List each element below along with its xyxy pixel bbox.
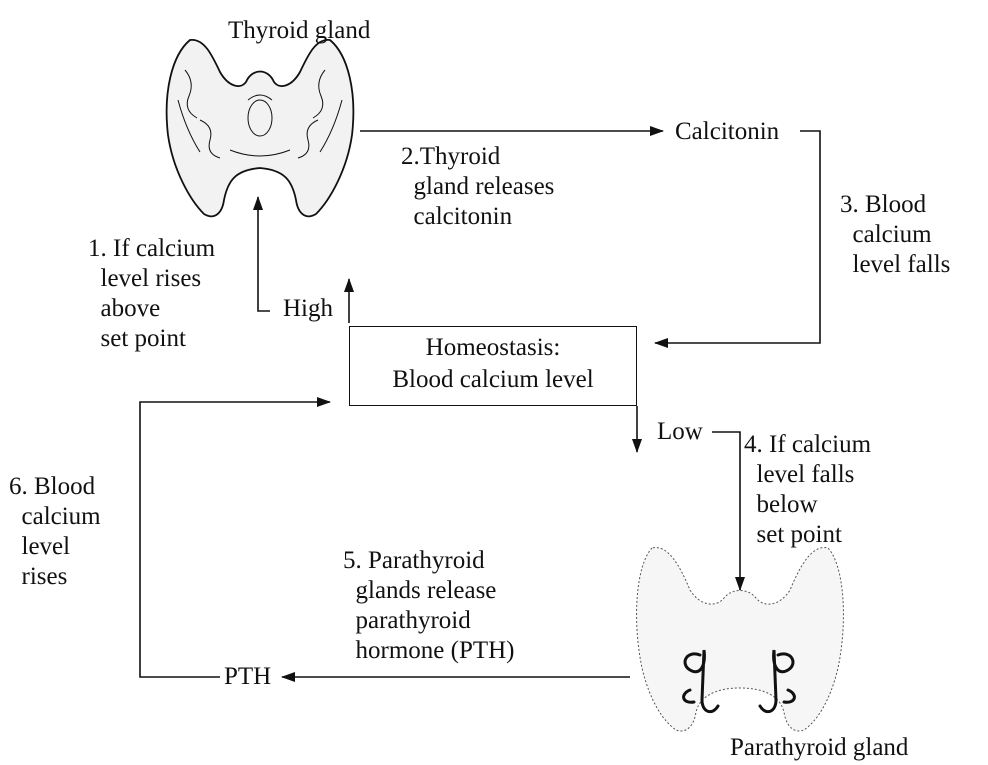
thyroid-gland-illustration	[167, 40, 354, 216]
arrow-pth-to-homeostasis	[140, 402, 330, 677]
arrow-high-to-thyroid	[258, 197, 270, 311]
calcitonin-label: Calcitonin	[675, 117, 779, 147]
pth-label: PTH	[224, 662, 271, 692]
homeostasis-title: Homeostasis:	[350, 333, 636, 363]
parathyroid-gland-label: Parathyroid gland	[730, 733, 908, 763]
step-6-label: 6. Blood calcium level rises	[9, 472, 101, 592]
arrow-low-to-parathyroid	[712, 432, 740, 590]
step-5-label: 5. Parathyroid glands release parathyroi…	[343, 546, 515, 666]
low-label: Low	[657, 417, 703, 447]
high-label: High	[283, 294, 333, 324]
homeostasis-box: Homeostasis: Blood calcium level	[349, 326, 637, 406]
homeostasis-subtitle: Blood calcium level	[350, 365, 636, 395]
thyroid-gland-label: Thyroid gland	[228, 16, 370, 46]
arrow-calcitonin-to-homeostasis	[655, 131, 820, 343]
step-3-label: 3. Blood calcium level falls	[840, 190, 950, 280]
step-4-label: 4. If calcium level falls below set poin…	[744, 430, 871, 550]
step-1-label: 1. If calcium level rises above set poin…	[88, 234, 215, 354]
step-2-label: 2.Thyroid gland releases calcitonin	[401, 142, 554, 232]
